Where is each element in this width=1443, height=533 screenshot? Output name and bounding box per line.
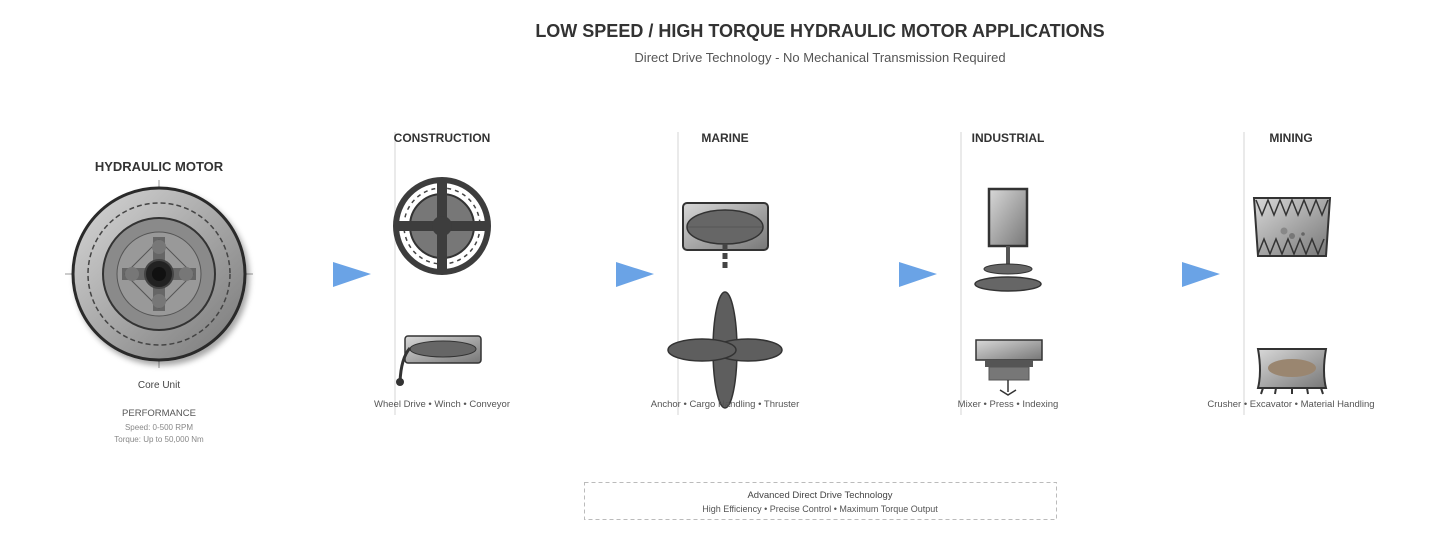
footer-title: Advanced Direct Drive Technology: [747, 490, 892, 501]
mixer-blade: [983, 263, 1033, 275]
sector-caption: Wheel Drive • Winch • Conveyor: [374, 399, 510, 410]
arrow-icon: [616, 262, 654, 287]
press-icon: [975, 339, 1043, 361]
footer-box: Advanced Direct Drive Technology High Ef…: [584, 482, 1057, 520]
column-dividers: [394, 132, 1245, 415]
sector-title: MINING: [1269, 131, 1312, 145]
mixer-shaft: [1006, 246, 1010, 266]
sector-mining: MINING Crusher • Excavator • Material Ha…: [1207, 131, 1374, 410]
motor-shaft-core: [152, 267, 166, 281]
winch-hook: [396, 378, 404, 386]
press-ram: [985, 360, 1033, 367]
crusher-rock: [1280, 227, 1288, 235]
sector-title: CONSTRUCTION: [394, 131, 491, 145]
press-arrow: [999, 380, 1017, 396]
performance-label: PERFORMANCE: [122, 408, 196, 419]
crusher-teeth-bottom: [1257, 236, 1325, 257]
page-title: LOW SPEED / HIGH TORQUE HYDRAULIC MOTOR …: [535, 21, 1104, 41]
mixer-icon: [987, 187, 1029, 248]
sector-title: MARINE: [701, 131, 748, 145]
sector-industrial: INDUSTRIAL Mixer • Press • Indexing: [958, 131, 1059, 410]
material-legs: [1260, 387, 1324, 395]
page-subtitle: Direct Drive Technology - No Mechanical …: [634, 50, 1005, 65]
sector-caption: Anchor • Cargo Handling • Thruster: [651, 399, 800, 410]
arrow-icon: [333, 262, 371, 287]
performance-speed: Speed: 0-500 RPM: [125, 423, 193, 432]
winch-drum: [409, 340, 477, 358]
motor-piston-head: [125, 267, 139, 281]
crusher-teeth-top: [1255, 197, 1329, 218]
wheel-center: [432, 216, 452, 236]
sector-title: INDUSTRIAL: [972, 131, 1045, 145]
sector-caption: Mixer • Press • Indexing: [958, 399, 1059, 410]
thruster-propeller-icon: [667, 291, 783, 409]
mixer-base: [974, 276, 1042, 292]
crusher-rock: [1301, 232, 1305, 236]
motor-dashed-ring: [87, 202, 231, 346]
sector-marine: MARINE Anchor • Cargo Handling • Thruste…: [651, 131, 800, 410]
motor-piston-head: [179, 267, 193, 281]
crusher-rock: [1289, 233, 1295, 239]
press-die: [988, 366, 1030, 381]
performance-torque: Torque: Up to 50,000 Nm: [114, 435, 204, 444]
motor-piston-head: [152, 294, 166, 308]
motor-caption: Core Unit: [138, 380, 180, 391]
sector-construction: CONSTRUCTION Wheel Drive • Winch • Conve…: [374, 131, 510, 410]
footer-border: [584, 482, 1057, 520]
hydraulic-motor: HYDRAULIC MOTOR Core Unit PERFORMANCE Sp…: [65, 159, 253, 444]
footer-subtitle: High Efficiency • Precise Control • Maxi…: [702, 504, 938, 514]
flow-arrows: [333, 262, 1220, 287]
sector-caption: Crusher • Excavator • Material Handling: [1207, 399, 1374, 410]
arrow-icon: [899, 262, 937, 287]
motor-title: HYDRAULIC MOTOR: [95, 159, 224, 174]
propeller-blade: [667, 338, 737, 362]
arrow-icon: [1182, 262, 1220, 287]
motor-piston-head: [152, 240, 166, 254]
material-load: [1268, 359, 1316, 377]
